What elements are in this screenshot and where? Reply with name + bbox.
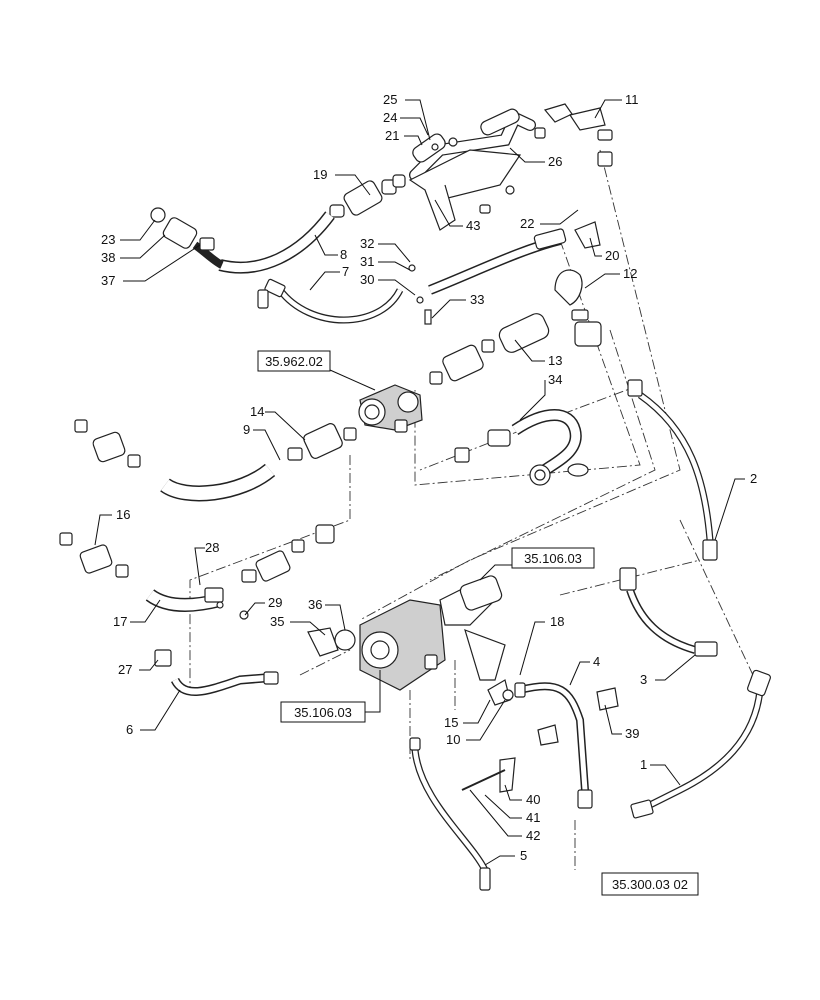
reference-box-circuit bbox=[601, 872, 699, 896]
reference-box-pump-bottom bbox=[280, 701, 366, 723]
reference-label-pump-bottom: 35.106.03 bbox=[294, 705, 352, 720]
callout-12: 12 bbox=[623, 266, 637, 281]
callout-20: 20 bbox=[605, 248, 619, 263]
reference-box-pump-top bbox=[511, 547, 595, 569]
callout-2: 2 bbox=[750, 471, 757, 486]
callout-38: 38 bbox=[101, 250, 115, 265]
hose-6 bbox=[154, 649, 279, 697]
hose-4-assembly bbox=[487, 679, 593, 809]
assembly-lines bbox=[189, 149, 761, 870]
hose-8-assembly bbox=[150, 207, 335, 274]
bracket-clamps bbox=[461, 687, 619, 793]
hose-9-assembly bbox=[74, 419, 357, 502]
hose-7 bbox=[257, 221, 601, 325]
hose-34 bbox=[454, 409, 589, 486]
elbow-12-hose-13 bbox=[429, 269, 602, 385]
hose-1 bbox=[630, 669, 771, 819]
callout-41: 41 bbox=[526, 810, 540, 825]
hose-2 bbox=[627, 379, 718, 561]
callout-16: 16 bbox=[116, 507, 130, 522]
callout-11: 11 bbox=[625, 92, 639, 107]
callout-19: 19 bbox=[313, 167, 327, 182]
callout-42: 42 bbox=[526, 828, 540, 843]
callout-34: 34 bbox=[548, 372, 562, 387]
callout-8: 8 bbox=[340, 247, 347, 262]
reference-boxes: 35.962.02 35.106.03 35.106.03 35.300.03 … bbox=[257, 350, 699, 896]
callout-31: 31 bbox=[360, 254, 374, 269]
reference-label-circuit: 35.300.03 02 bbox=[612, 877, 688, 892]
callout-40: 40 bbox=[526, 792, 540, 807]
reference-box-valve bbox=[257, 350, 331, 372]
callout-27: 27 bbox=[118, 662, 132, 677]
hose-5 bbox=[409, 737, 491, 891]
callout-30: 30 bbox=[360, 272, 374, 287]
callout-13: 13 bbox=[548, 353, 562, 368]
callout-10: 10 bbox=[446, 732, 460, 747]
callout-21: 21 bbox=[385, 128, 399, 143]
reference-label-pump-top: 35.106.03 bbox=[524, 551, 582, 566]
callout-28: 28 bbox=[205, 540, 219, 555]
callout-1: 1 bbox=[640, 757, 647, 772]
callout-35: 35 bbox=[270, 614, 284, 629]
callout-43: 43 bbox=[466, 218, 480, 233]
callout-25: 25 bbox=[383, 92, 397, 107]
callout-39: 39 bbox=[625, 726, 639, 741]
hose-3 bbox=[619, 567, 718, 657]
callout-17: 17 bbox=[113, 614, 127, 629]
callout-37: 37 bbox=[101, 273, 115, 288]
pump-assembly bbox=[307, 575, 506, 691]
top-pipe-assembly bbox=[329, 103, 613, 231]
hose-17-assembly bbox=[59, 524, 335, 620]
callout-3: 3 bbox=[640, 672, 647, 687]
callout-18: 18 bbox=[550, 614, 564, 629]
callout-7: 7 bbox=[342, 264, 349, 279]
callout-14: 14 bbox=[250, 404, 264, 419]
callout-22: 22 bbox=[520, 216, 534, 231]
callout-33: 33 bbox=[470, 292, 484, 307]
callout-32: 32 bbox=[360, 236, 374, 251]
callout-24: 24 bbox=[383, 110, 397, 125]
reference-label-valve: 35.962.02 bbox=[265, 354, 323, 369]
callout-6: 6 bbox=[126, 722, 133, 737]
callout-29: 29 bbox=[268, 595, 282, 610]
callout-15: 15 bbox=[444, 715, 458, 730]
callout-36: 36 bbox=[308, 597, 322, 612]
callout-23: 23 bbox=[101, 232, 115, 247]
callout-9: 9 bbox=[243, 422, 250, 437]
callout-4: 4 bbox=[593, 654, 600, 669]
leader-lines bbox=[94, 99, 745, 866]
callout-26: 26 bbox=[548, 154, 562, 169]
valve-assembly bbox=[358, 384, 423, 433]
callout-labels: 25 24 21 19 11 26 43 23 38 37 8 7 22 20 … bbox=[101, 92, 757, 863]
callout-5: 5 bbox=[520, 848, 527, 863]
